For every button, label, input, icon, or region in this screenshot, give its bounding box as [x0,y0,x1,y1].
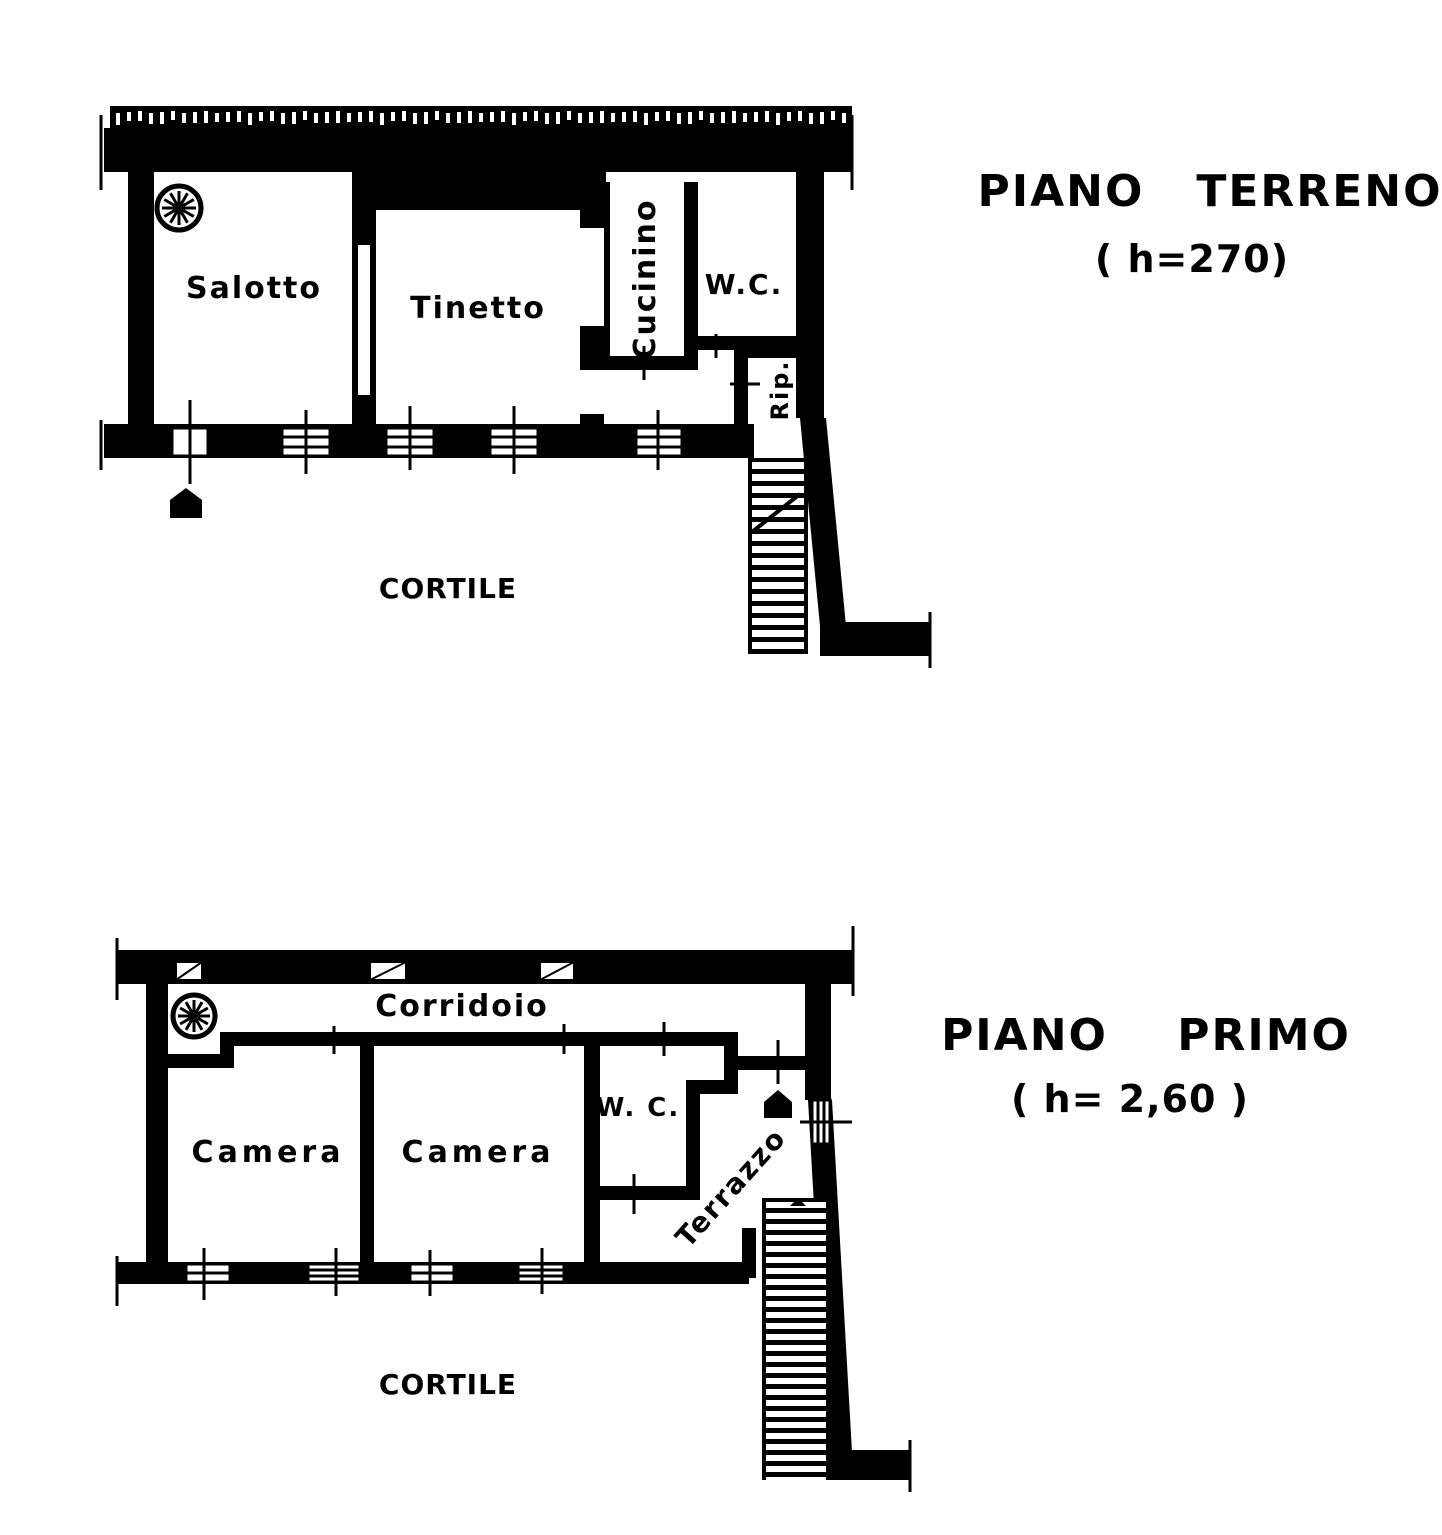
entrance-icon [170,488,202,518]
sliding-door [356,243,372,397]
ground-ticks [99,115,854,470]
wall-right-lower [800,418,846,626]
ground-floor-height: ( h=270) [1095,237,1289,281]
room-label-salotto: Salotto [186,271,322,306]
fan-icon [154,183,204,233]
first-stair [762,1198,830,1483]
ground-floor-plan: Salotto Tinetto Cucinino W.C. Rip. CORTI… [99,106,1442,668]
room-label-wc: W.C. [705,268,783,301]
first-floor-height: ( h= 2,60 ) [1011,1077,1249,1121]
room-label-corridoio: Corridoio [375,989,548,1024]
first-floor-title: PIANO PRIMO [941,1010,1351,1061]
room-label-camera-2: Camera [402,1135,555,1170]
fan-icon [170,992,218,1040]
room-label-camera-1: Camera [192,1135,345,1170]
wall-right-upper [796,172,824,418]
wall-tinetto-top [376,172,606,210]
courtyard-label-first: CORTILE [379,1368,517,1401]
wall-left-first [146,984,168,1266]
top-hatched-wall [104,106,852,172]
entrance-icon [764,1090,792,1118]
wall-camera-divider [360,1040,374,1266]
room-label-wc-first: W. C. [596,1093,680,1123]
wall-top-first [117,950,853,984]
room-label-rip: Rip. [766,359,794,420]
flues [175,961,575,981]
ground-stair [748,458,808,654]
room-label-cucinino: Cucinino [628,198,663,359]
first-windows [184,1022,852,1300]
first-floor-plan: Corridoio Camera Camera W. C. Terrazzo C… [115,926,1351,1492]
ground-floor-title: PIANO TERRENO [978,166,1442,217]
wall-cucinino-wc [684,182,698,370]
ground-windows [170,334,760,484]
wall-right-foot [820,622,930,656]
courtyard-label-ground: CORTILE [379,572,517,605]
room-label-tinetto: Tinetto [410,291,546,326]
wall-corridor [220,1032,738,1046]
wall-left [128,172,154,434]
